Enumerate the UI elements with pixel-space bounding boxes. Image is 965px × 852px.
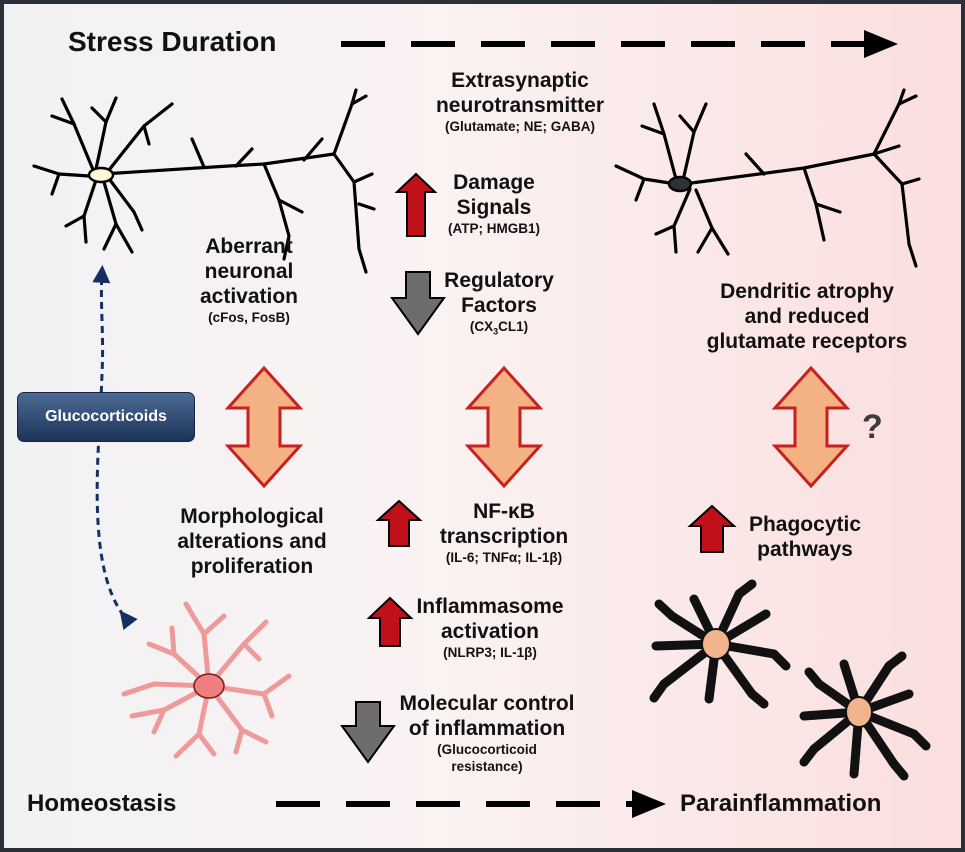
dendritic-line2: and reduced: [744, 305, 870, 328]
glucocorticoids-badge: Glucocorticoids: [17, 392, 195, 442]
homeostasis-label: Homeostasis: [27, 790, 177, 817]
morph-line3: proliferation: [190, 555, 314, 578]
microglia-amoeboid-icon-2: [799, 651, 931, 781]
microglia-ramified-icon: [121, 601, 292, 759]
extrasynaptic-block: Extrasynaptic neurotransmitter (Glutamat…: [400, 68, 640, 135]
molecular-detail1: (Glucocorticoid: [437, 742, 537, 757]
inflammasome-line2: activation: [440, 620, 540, 643]
dendritic-line1: Dendritic atrophy: [720, 280, 894, 303]
double-arrow-right: [771, 365, 851, 489]
regulatory-detail: (CX3CL1): [469, 319, 529, 337]
dendritic-line3: glutamate receptors: [706, 330, 908, 353]
question-mark: ?: [862, 408, 883, 446]
parainflammation-label: Parainflammation: [680, 790, 882, 817]
aberrant-activation-block: Aberrant neuronal activation (cFos, FosB…: [174, 234, 324, 326]
aberrant-detail: (cFos, FosB): [208, 310, 290, 325]
inflammasome-up-arrow: [366, 596, 414, 647]
dendritic-atrophy-block: Dendritic atrophy and reduced glutamate …: [672, 279, 942, 354]
nfkb-line1: NF-κB: [473, 500, 535, 523]
phagocytic-block: Phagocytic pathways: [740, 512, 870, 562]
neuron-right-icon: [614, 88, 921, 268]
regulatory-down-arrow: [390, 271, 446, 336]
phagocytic-line2: pathways: [757, 538, 853, 561]
phagocytic-line1: Phagocytic: [748, 513, 862, 536]
stress-duration-title: Stress Duration: [68, 26, 277, 57]
extrasynaptic-line2: neurotransmitter: [435, 94, 605, 117]
molecular-line1: Molecular control: [399, 692, 575, 715]
double-arrow-center: [464, 365, 544, 489]
inflammasome-line1: Inflammasome: [416, 595, 564, 618]
phagocytic-up-arrow: [687, 504, 737, 553]
inflammasome-detail: (NLRP3; IL-1β): [443, 645, 537, 660]
regulatory-factors-block: Regulatory Factors (CX3CL1): [424, 268, 574, 341]
damage-detail: (ATP; HMGB1): [448, 221, 540, 236]
nfkb-detail: (IL-6; TNFα; IL-1β): [445, 550, 563, 565]
regulatory-line1: Regulatory: [444, 269, 554, 292]
inflammasome-block: Inflammasome activation (NLRP3; IL-1β): [400, 594, 580, 661]
homeostasis-parainflammation-arrow: [276, 790, 666, 818]
molecular-line2: of inflammation: [408, 717, 566, 740]
stress-duration-arrow: [341, 30, 898, 58]
molecular-down-arrow: [340, 701, 396, 764]
morph-line1: Morphological: [180, 505, 324, 528]
molecular-detail2: resistance): [451, 759, 523, 774]
nfkb-block: NF-κB transcription (IL-6; TNFα; IL-1β): [414, 499, 594, 566]
double-arrow-left: [224, 365, 304, 489]
diagram-artwork: [32, 30, 931, 818]
aberrant-line2: neuronal: [204, 260, 294, 283]
damage-up-arrow: [394, 172, 438, 237]
extrasynaptic-line1: Extrasynaptic: [451, 69, 589, 92]
morphological-block: Morphological alterations and proliferat…: [152, 504, 352, 579]
nfkb-up-arrow: [375, 499, 423, 547]
neuron-left-icon: [32, 88, 376, 274]
aberrant-line3: activation: [199, 285, 299, 308]
damage-line1: Damage: [453, 171, 535, 194]
molecular-control-block: Molecular control of inflammation (Gluco…: [387, 691, 587, 775]
aberrant-line1: Aberrant: [205, 235, 293, 258]
damage-signals-block: Damage Signals (ATP; HMGB1): [424, 170, 564, 237]
nfkb-line2: transcription: [439, 525, 569, 548]
morph-line2: alterations and: [177, 530, 327, 553]
extrasynaptic-detail: (Glutamate; NE; GABA): [444, 119, 595, 134]
microglia-amoeboid-icon-1: [649, 579, 791, 709]
regulatory-line2: Factors: [461, 294, 537, 317]
damage-line2: Signals: [456, 196, 532, 219]
glucocorticoid-dashed-arrow: [92, 264, 138, 631]
